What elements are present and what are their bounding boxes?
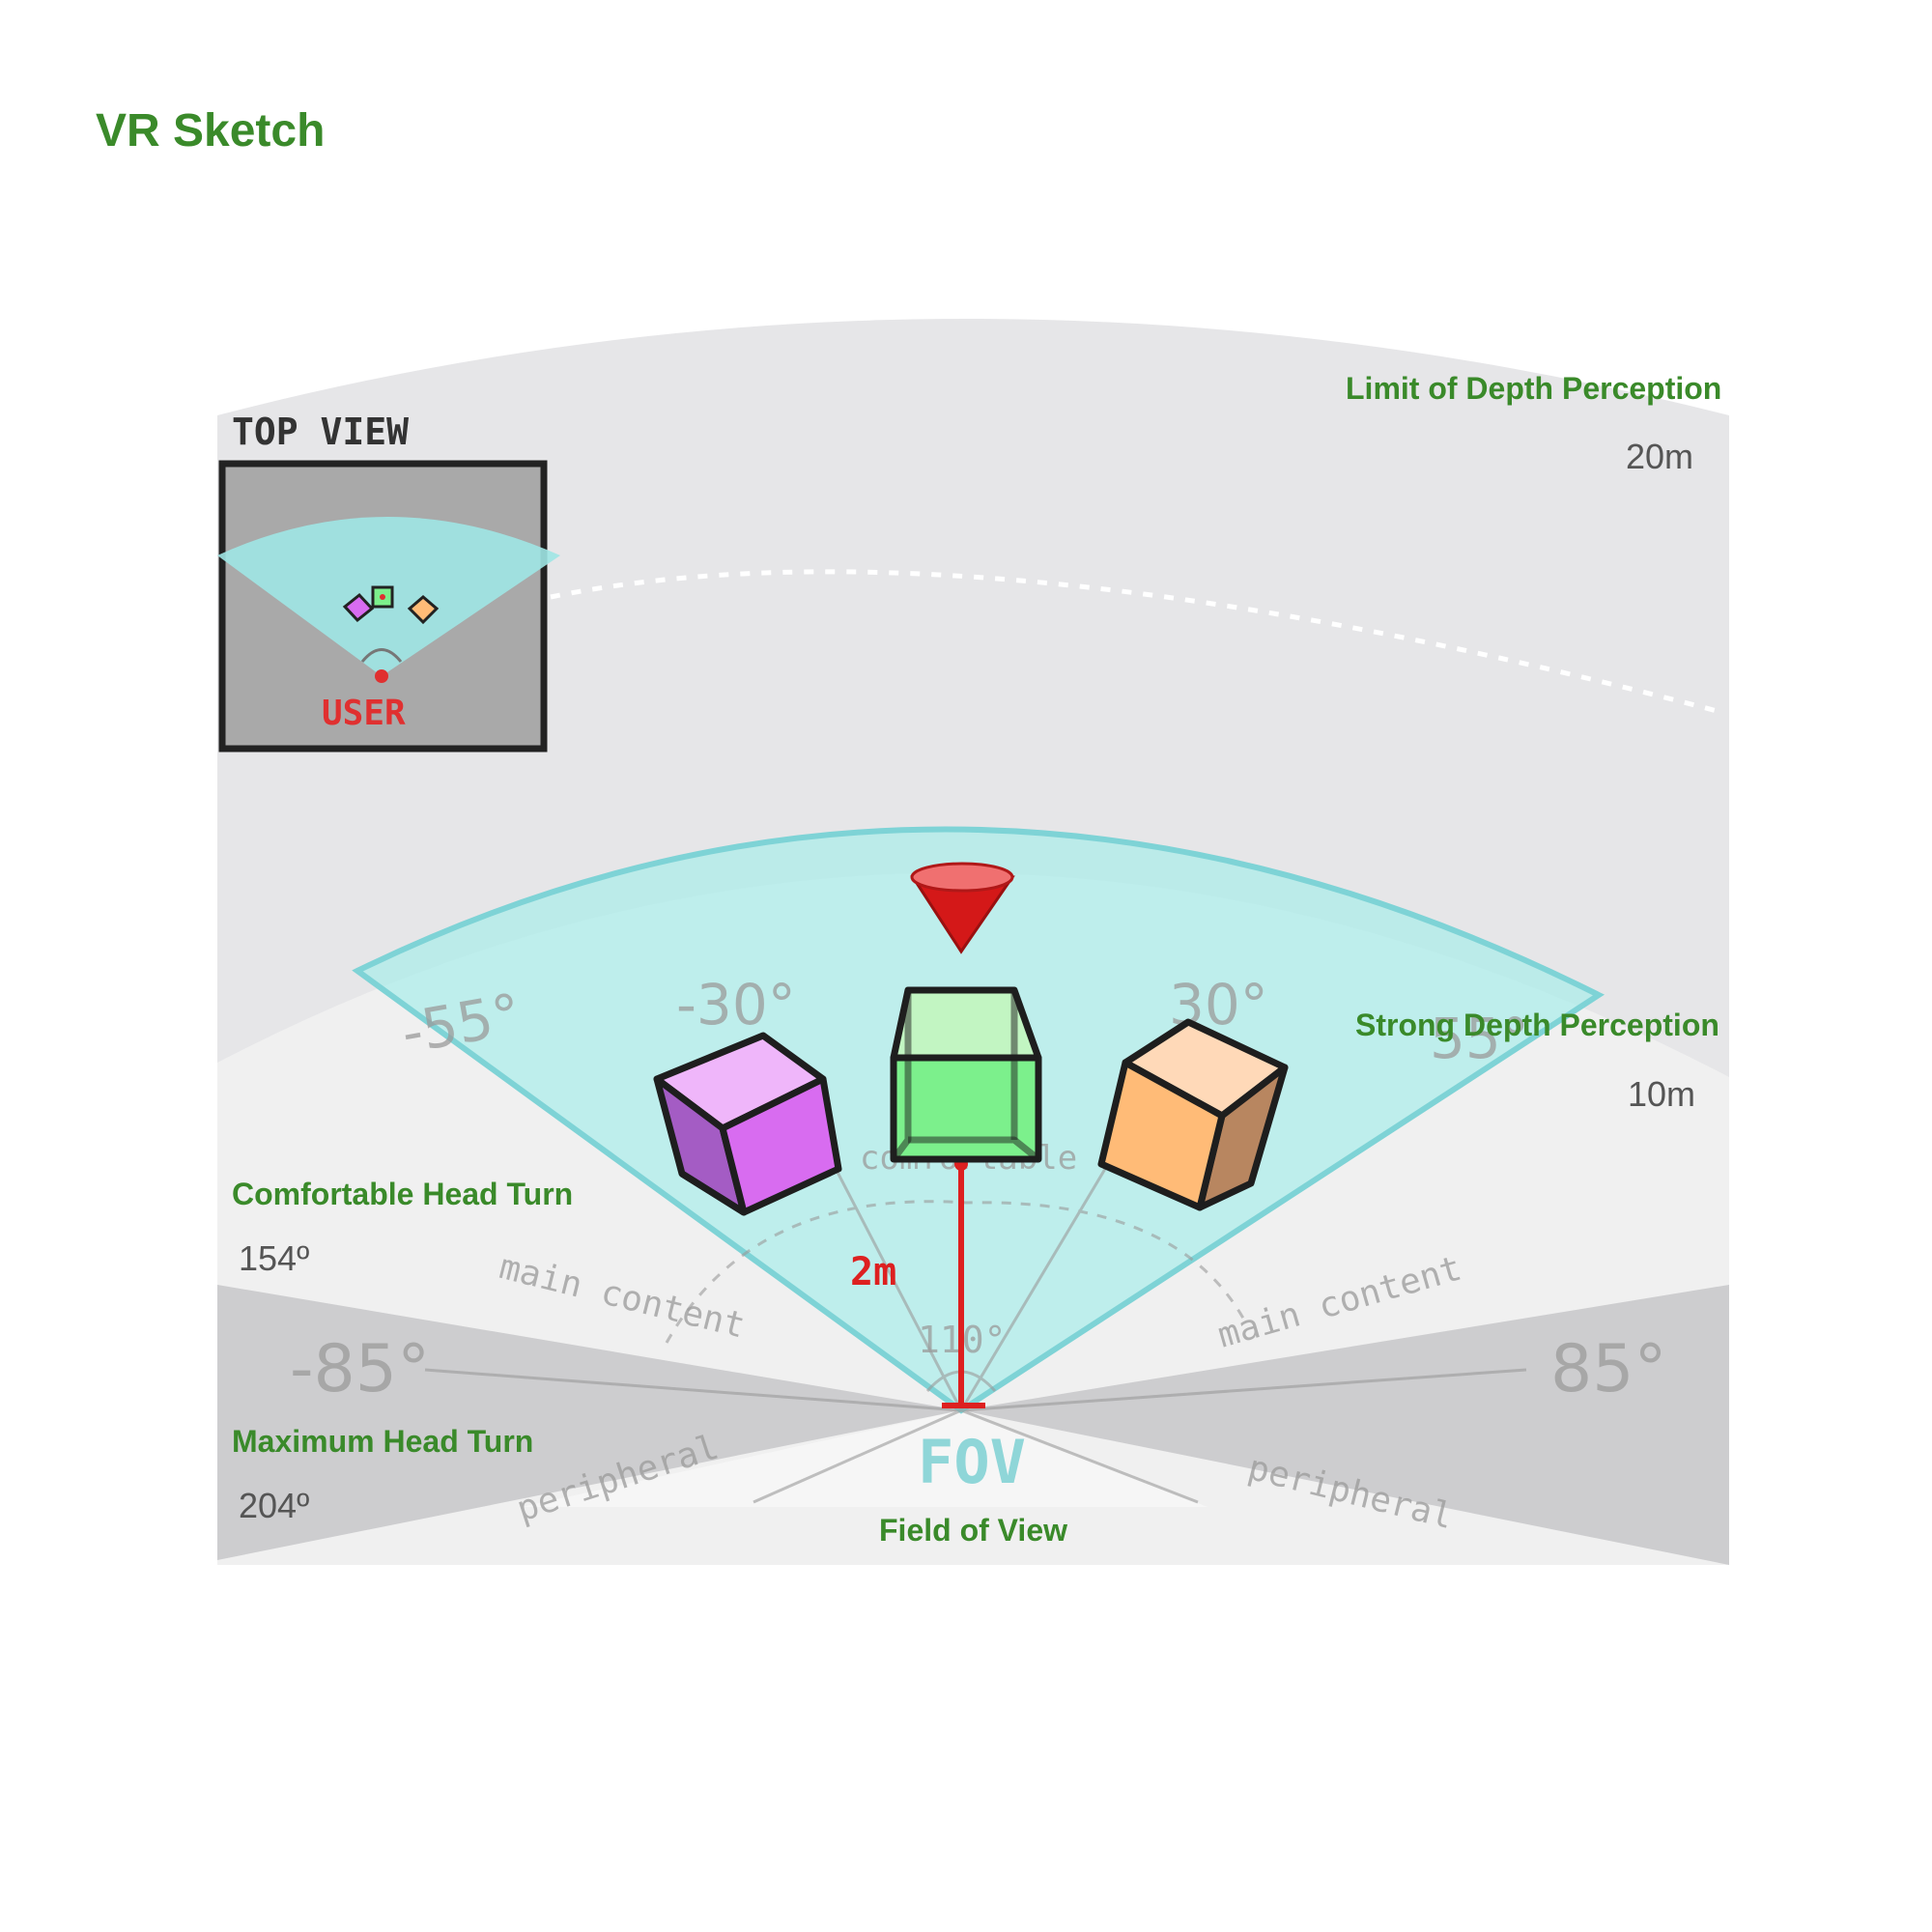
top-view-title: TOP VIEW [232,411,409,453]
distance-indicator: 2m [850,1157,985,1408]
limit-depth-value: 20m [1626,437,1694,476]
top-view-user-label: USER [322,694,406,733]
max-turn-label: Maximum Head Turn [232,1424,534,1459]
fov-sketch-label: FOV [918,1427,1026,1497]
top-view-inset: TOP VIEW USER [217,411,560,753]
green-cube [890,986,1042,1163]
red-cone [910,862,1015,954]
fov-label: Field of View [879,1513,1067,1548]
angle-pos55: 55° [1430,1006,1529,1071]
max-turn-value: 204º [239,1486,310,1525]
strong-depth-value: 10m [1628,1074,1696,1114]
angle-pos85: 85° [1550,1331,1667,1407]
distance-label: 2m [850,1250,896,1294]
max-head-turn-left [217,1285,961,1560]
page-title: VR Sketch [96,105,326,156]
comfortable-turn-value: 154º [239,1238,310,1278]
depth-limit-dashed-arc [550,569,1725,716]
purple-cube [653,1032,842,1216]
comfortable-turn-label: Comfortable Head Turn [232,1177,574,1211]
angle-neg30: -30° [676,972,796,1037]
orange-cube [1097,1018,1289,1211]
max-head-turn-right [961,1285,1729,1565]
sketch-guides [424,1158,1527,1504]
limit-depth-label: Limit of Depth Perception [1346,371,1722,406]
strong-depth-label: Strong Depth Perception [1355,1008,1719,1042]
angle-neg85: -85° [290,1331,430,1407]
